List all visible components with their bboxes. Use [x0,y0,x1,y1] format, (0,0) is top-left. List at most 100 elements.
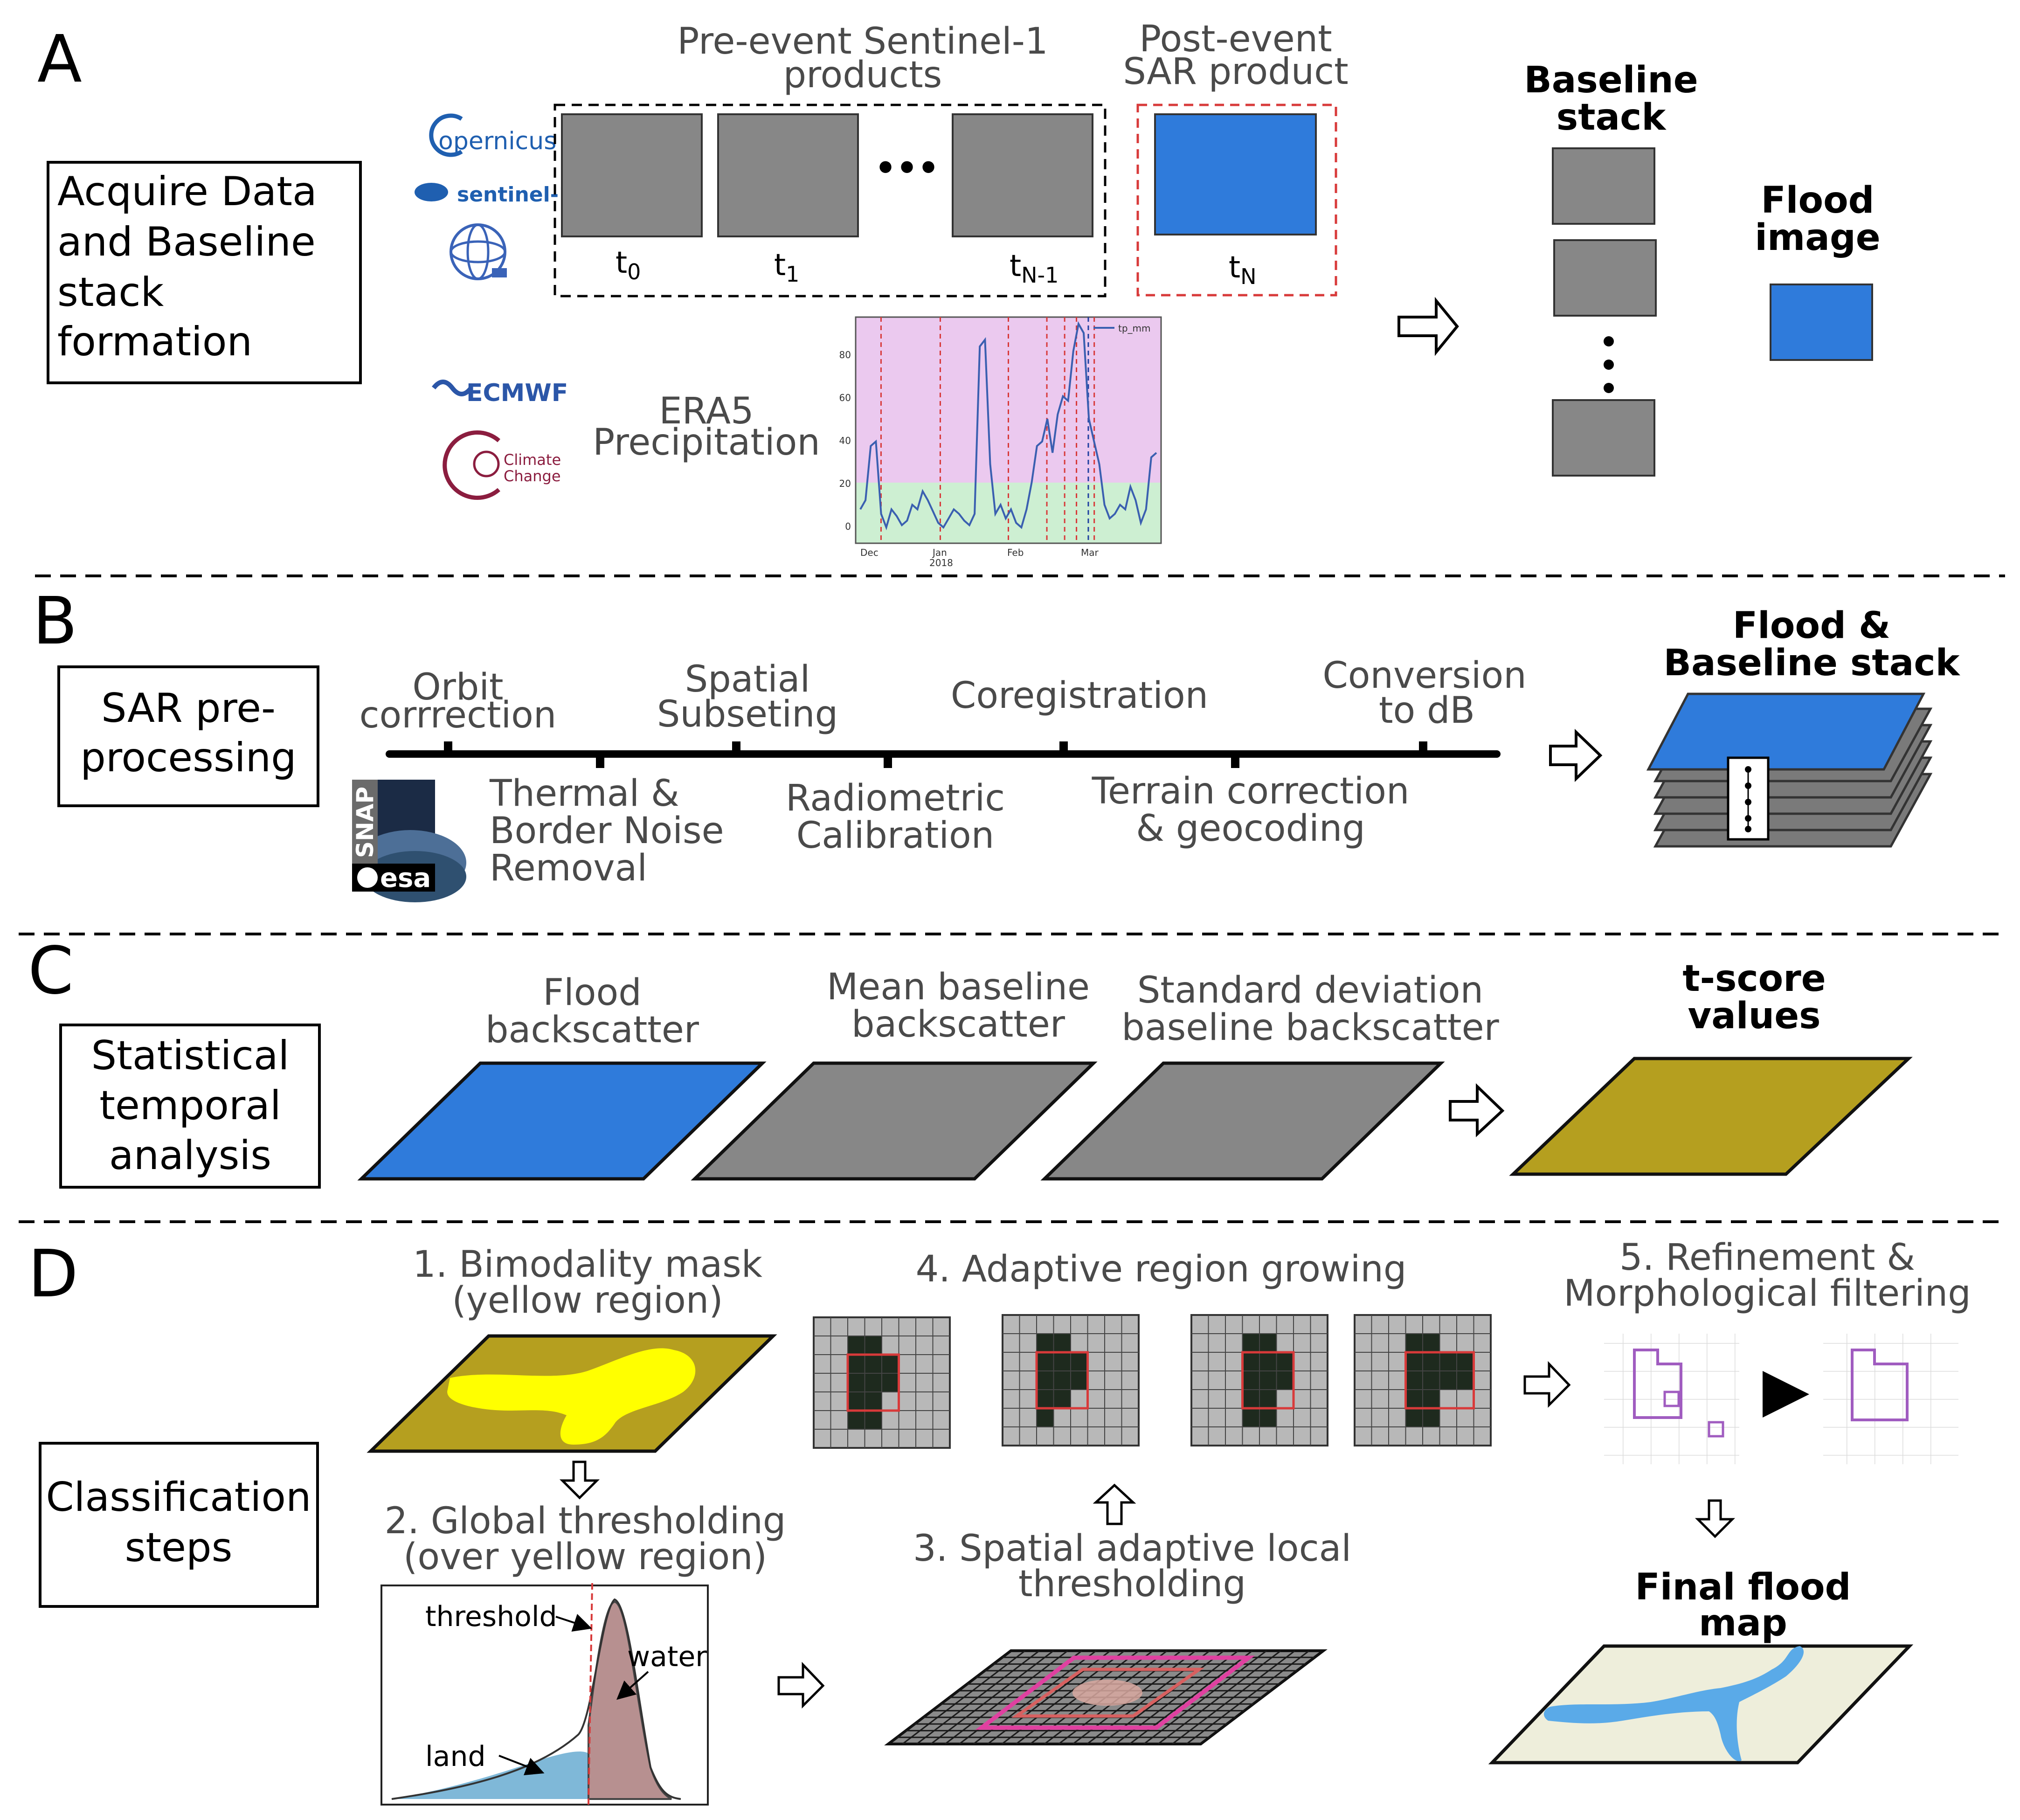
acquire-box-line-4: formation [57,318,252,365]
stat-box-line-3: analysis [109,1132,271,1179]
timeline-tick-thermal [596,754,604,768]
snap-logo-text: SNAP [352,787,379,858]
grown-cell [1276,1352,1294,1371]
region-outline [846,1353,900,1412]
grown-cell [848,1392,865,1411]
flood-baseline-stack-title-line-1: Flood & [1733,605,1890,647]
step2-label-line-2: (over yellow region) [403,1536,767,1578]
class-box-line-2: steps [125,1524,233,1571]
sar-box-line-2: processing [80,734,296,781]
precip-ytick-40: 40 [839,435,851,446]
grown-cell [1259,1371,1277,1390]
precip-xtick-jan: Jan [932,547,947,558]
step3-up-arrow-icon [1093,1483,1136,1525]
copernicus-logo-text: opernicus [438,127,556,155]
flood-backscatter-label-line-2: backscatter [485,1009,699,1051]
tscore-title-line-2: values [1688,995,1820,1037]
grown-cell [1259,1408,1277,1427]
flood-baseline-stack [1646,692,1933,848]
grown-cell [882,1373,899,1392]
esa-logo-text: esa [380,863,431,893]
grown-cell [1405,1334,1423,1352]
grown-cell [848,1411,865,1429]
flood-backscatter-plane [357,1061,767,1181]
refinement-before [1604,1334,1739,1464]
step5-label-line-2: Morphological filtering [1563,1273,1971,1315]
outer-window [975,1655,1255,1730]
baseline-stack-dot-3 [1604,383,1614,393]
precip-xtick-dec: Dec [860,547,879,558]
sentinel-logo-text: sentinel-1 [457,183,573,207]
post-event-title-line-1: Post-event [1139,18,1332,60]
pre-event-image-t0 [561,113,703,237]
grown-cell [865,1336,882,1355]
mean-baseline-label-line-2: backscatter [851,1003,1065,1045]
section-a-arrow-icon [1397,297,1459,356]
grown-cell [1423,1408,1440,1427]
step5-down-arrow-icon [1695,1499,1736,1538]
region-growing-grid-3 [1190,1314,1328,1446]
grown-cell [1037,1408,1054,1427]
flood-backscatter-label-line-1: Flood [543,972,642,1014]
stat-box-line-2: temporal [99,1082,281,1129]
step-db-line-1: Conversion [1322,655,1526,697]
pre-event-image-tn-1 [952,113,1093,237]
refinement-after [1823,1334,1958,1464]
precip-ytick-80: 80 [839,349,851,360]
copernicus-logo: opernicus [429,113,556,157]
grown-cell [1423,1352,1440,1371]
final-map-title-line-2: map [1699,1602,1787,1644]
baseline-stack-image-1 [1552,147,1655,225]
grown-cell [1423,1371,1440,1390]
region-growing-grid-1 [813,1316,951,1449]
pre-event-ellipsis: ••• [875,148,939,187]
era5-label-line-1: ERA5 [659,390,754,432]
step3-label-line-1: 3. Spatial adaptive local [913,1528,1351,1570]
grown-cell [1037,1371,1054,1390]
baseline-stack-title-line-2: stack [1557,97,1667,138]
era5-label-line-2: Precipitation [593,422,820,464]
baseline-stack-dot-2 [1604,360,1614,370]
step-terrain-line-1: Terrain correction [1092,770,1410,812]
step1-label-line-2: (yellow region) [452,1280,723,1322]
flood-image [1770,284,1873,361]
class-box-line-1: Classification [46,1474,311,1521]
step-radiometric-line-2: Calibration [796,815,994,857]
precip-legend-label: tp_mm [1118,323,1151,334]
step-db-line-2: to dB [1379,690,1475,732]
precip-xtick-mar: Mar [1081,547,1099,558]
pre-event-title-line-1: Pre-event Sentinel-1 [677,21,1048,62]
step-spatial-line-1: Spatial [685,658,810,700]
water-label: water [627,1640,707,1673]
step2-label-line-1: 2. Global thresholding [385,1500,786,1542]
grown-cell [1242,1371,1259,1390]
step3-label-line-2: thresholding [1018,1563,1246,1605]
grown-cell [865,1373,882,1392]
grown-cell [865,1355,882,1373]
grown-cell [865,1392,882,1411]
time-label-t0: t0 [616,246,641,284]
seed-region [1072,1680,1142,1706]
grown-cell [1071,1352,1088,1371]
baseline-stack-image-3 [1552,399,1655,477]
mean-baseline-plane [691,1061,1098,1181]
sar-preprocessing-box [57,665,319,807]
grown-cell [1457,1352,1474,1371]
tscore-plane [1509,1057,1913,1176]
grown-cell [1423,1334,1440,1352]
timeline-tick-radiometric [884,754,892,768]
mean-baseline-label-line-1: Mean baseline [827,966,1090,1008]
grown-cell [1439,1371,1457,1390]
step1-label-line-1: 1. Bimodality mask [413,1244,762,1286]
precip-chart-upper-band [856,317,1161,483]
flood-extent-shape [1543,1646,1804,1761]
std-baseline-label-line-1: Standard deviation [1137,969,1483,1011]
section-b-letter: B [33,583,77,659]
final-map-title-line-1: Final flood [1635,1566,1851,1608]
step2-right-arrow-icon [777,1661,825,1709]
grown-cell [1242,1352,1259,1371]
grown-cell [848,1373,865,1392]
grown-cell [848,1336,865,1355]
local-threshold-grid [884,1649,1328,1745]
